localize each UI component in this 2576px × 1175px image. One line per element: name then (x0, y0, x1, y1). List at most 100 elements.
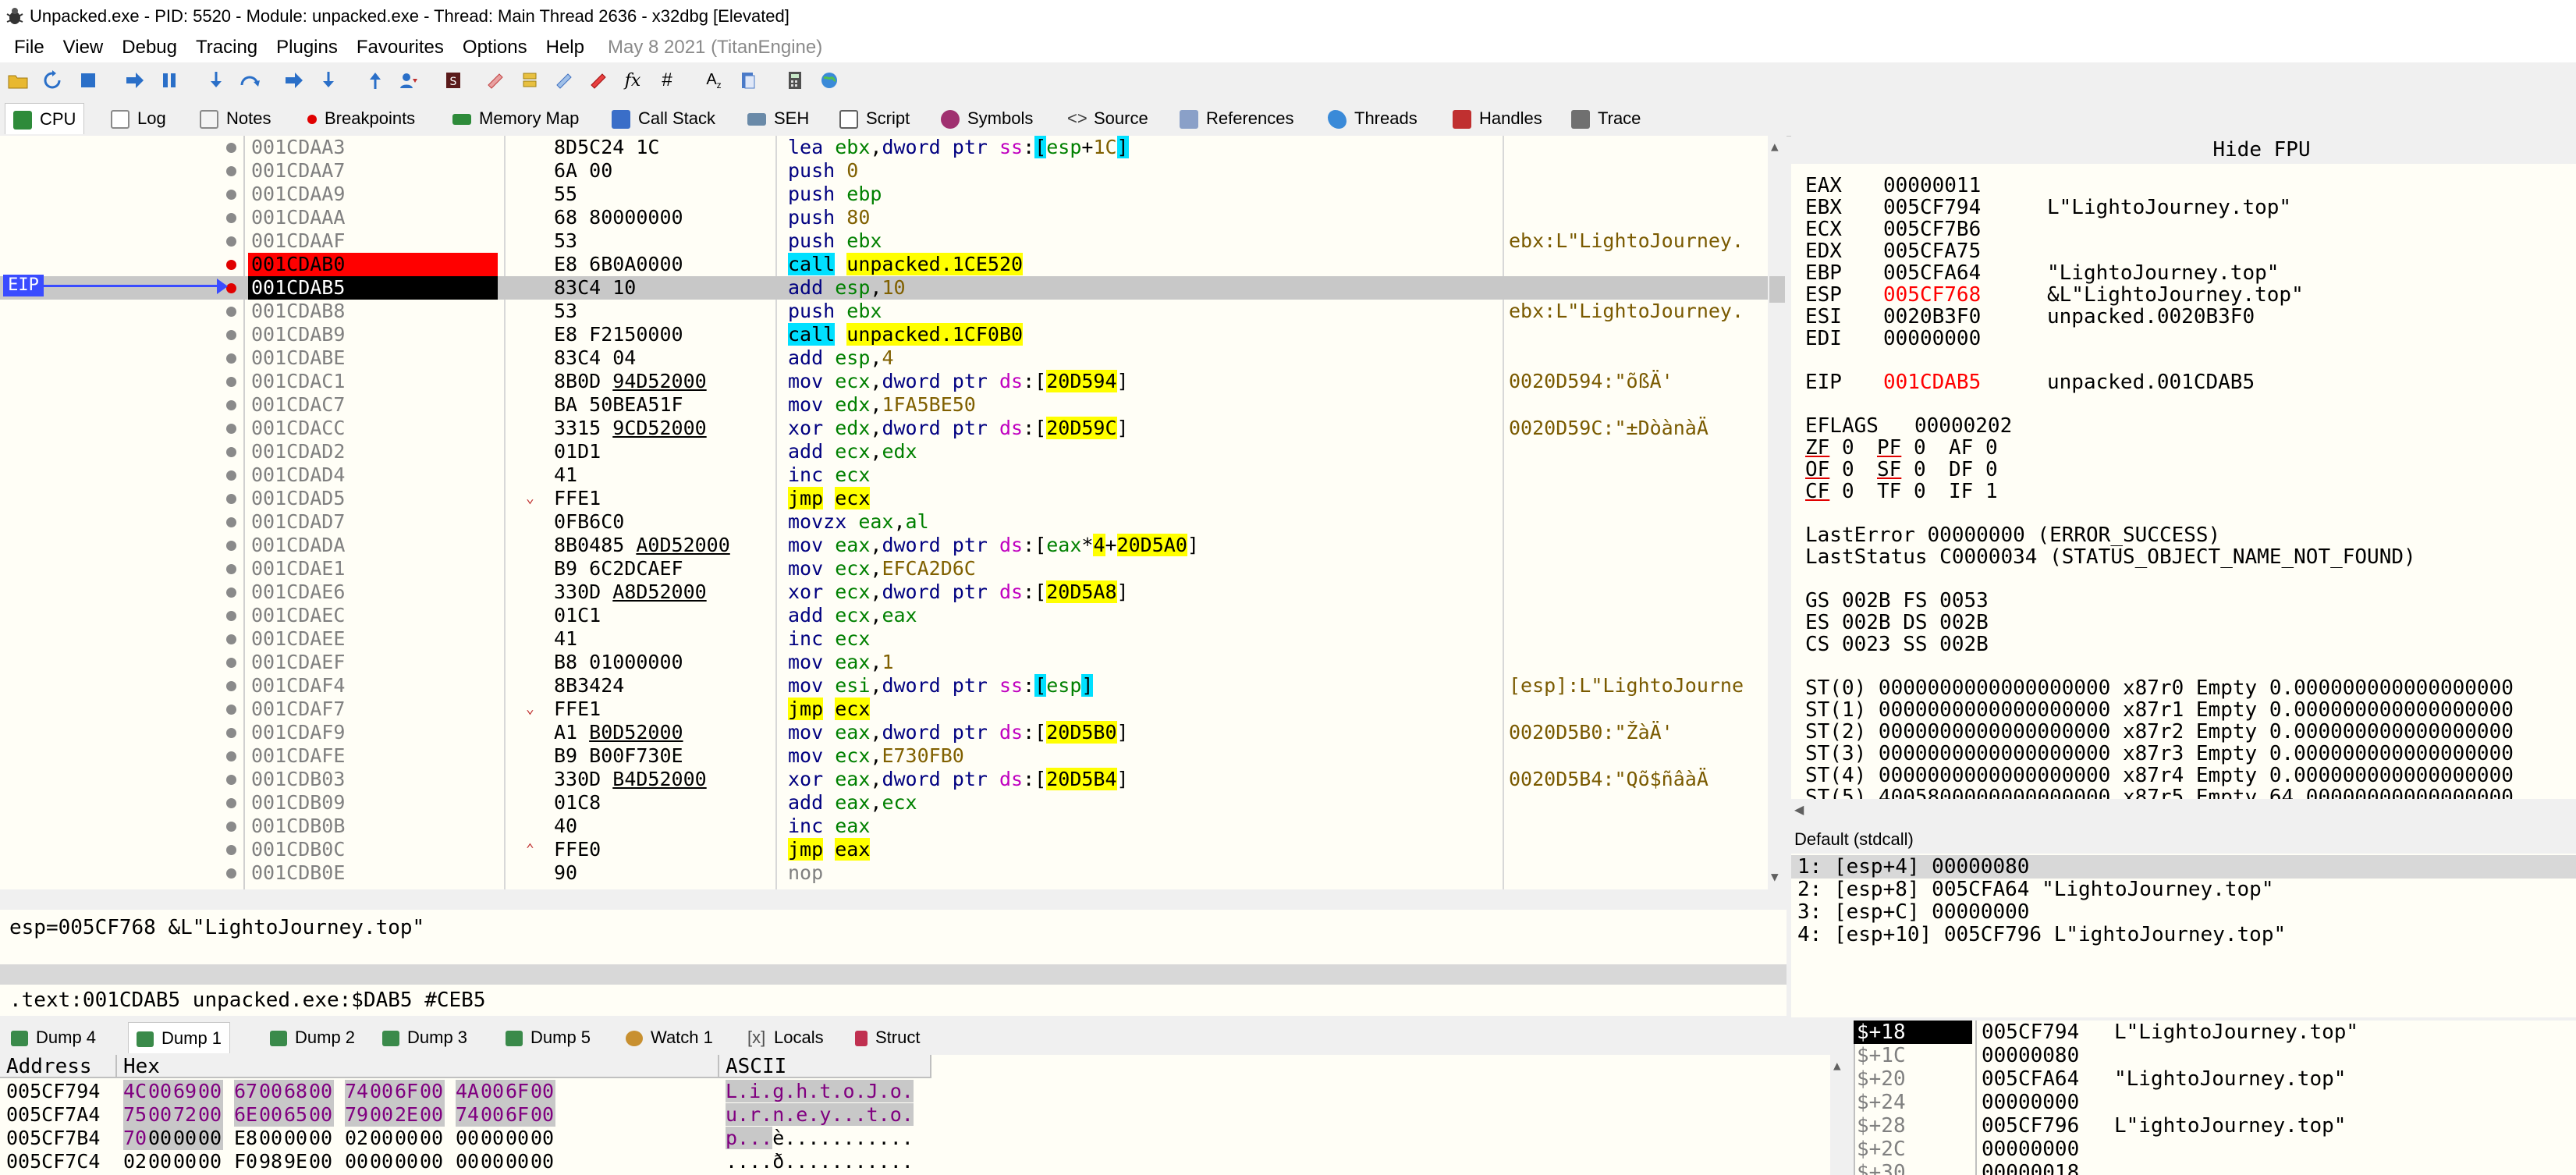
globe-icon[interactable] (818, 69, 841, 92)
menu-favourites[interactable]: Favourites (356, 37, 444, 58)
instruction-address[interactable]: 001CDAE1 (251, 557, 346, 580)
instruction-address[interactable]: 001CDAD7 (251, 510, 346, 533)
fpu-register[interactable]: ST(3) 0000000000000000000 x87r3 Empty 0.… (1805, 742, 2514, 765)
breakpoint-dot-icon[interactable] (226, 798, 236, 808)
tab-dump-4[interactable]: Dump 4 (3, 1022, 104, 1053)
scroll-up-icon[interactable]: ▲ (1833, 1058, 1841, 1073)
instruction-address[interactable]: 001CDAEF (251, 651, 346, 673)
menu-tracing[interactable]: Tracing (196, 37, 258, 58)
scrollbar-thumb[interactable] (1769, 276, 1785, 303)
pane-splitter[interactable] (0, 964, 1787, 985)
tab-references[interactable]: References (1172, 103, 1302, 134)
breakpoint-dot-icon[interactable] (226, 822, 236, 832)
scylla-icon[interactable]: S (442, 69, 465, 92)
breakpoint-dot-icon[interactable] (226, 260, 236, 270)
breakpoint-dot-icon[interactable] (226, 728, 236, 738)
breakpoint-dot-icon[interactable] (226, 447, 236, 457)
call-arg-row[interactable]: 1: [esp+4] 00000080 (1791, 855, 2576, 879)
tab-cpu[interactable]: CPU (5, 103, 85, 134)
breakpoint-dot-icon[interactable] (226, 330, 236, 340)
registers-horizontal-scrollbar[interactable]: ◀ (1791, 800, 2576, 822)
breakpoint-dot-icon[interactable] (226, 775, 236, 785)
tab-locals[interactable]: [x]Locals (740, 1022, 832, 1053)
execute-till-return-icon[interactable] (364, 69, 387, 92)
instruction-address[interactable]: 001CDB0C (251, 838, 346, 861)
tab-handles[interactable]: Handles (1445, 103, 1550, 134)
instruction-address[interactable]: 001CDB03 (251, 768, 346, 790)
instruction-address[interactable]: 001CDAD5 (251, 487, 346, 509)
breakpoint-dot-icon[interactable] (226, 166, 236, 176)
tab-symbols[interactable]: Symbols (933, 103, 1041, 134)
instruction-address[interactable]: 001CDAE6 (251, 580, 346, 603)
tab-notes[interactable]: Notes (192, 103, 279, 134)
instruction-address[interactable]: 001CDAD2 (251, 440, 346, 463)
segment-registers[interactable]: GS 002B FS 0053 (1805, 589, 1989, 612)
instruction-address[interactable]: 001CDAF9 (251, 721, 346, 744)
scroll-left-icon[interactable]: ◀ (1794, 804, 1804, 817)
dump-header-hex[interactable]: Hex (117, 1055, 719, 1078)
tab-script[interactable]: Script (832, 103, 917, 134)
breakpoint-dot-icon[interactable] (226, 681, 236, 691)
tab-struct[interactable]: Struct (847, 1022, 928, 1053)
instruction-address[interactable]: 001CDAAA (251, 206, 346, 229)
tab-source[interactable]: <>Source (1059, 103, 1156, 134)
tab-seh[interactable]: SEH (740, 103, 817, 134)
breakpoint-dot-icon[interactable] (226, 634, 236, 644)
fpu-register[interactable]: ST(2) 0000000000000000000 x87r2 Empty 0.… (1805, 720, 2514, 744)
breakpoint-dot-icon[interactable] (226, 751, 236, 761)
instruction-address[interactable]: 001CDAEE (251, 627, 346, 650)
last-error[interactable]: LastError 00000000 (ERROR_SUCCESS) (1805, 524, 2221, 547)
step-into-icon[interactable] (204, 69, 228, 92)
fpu-register[interactable]: ST(0) 0000000000000000000 x87r0 Empty 0.… (1805, 676, 2514, 700)
instruction-address[interactable]: 001CDAC1 (251, 370, 346, 392)
hide-fpu-button[interactable]: Hide FPU (1791, 136, 2576, 164)
tab-dump-1[interactable]: Dump 1 (128, 1022, 231, 1053)
menu-options[interactable]: Options (462, 37, 527, 58)
breakpoint-dot-icon[interactable] (226, 236, 236, 247)
calculator-icon[interactable] (783, 69, 807, 92)
breakpoint-dot-icon[interactable] (226, 353, 236, 364)
bookmarks-icon[interactable] (587, 69, 610, 92)
breakpoint-dot-icon[interactable] (226, 470, 236, 481)
instruction-address[interactable]: 001CDAF7 (251, 698, 346, 720)
call-arg-row[interactable]: 3: [esp+C] 00000000 (1797, 900, 2030, 924)
scroll-down-icon[interactable]: ▼ (1771, 869, 1779, 884)
menu-view[interactable]: View (62, 37, 104, 58)
open-icon[interactable] (6, 69, 30, 92)
fpu-register[interactable]: ST(4) 0000000000000000000 x87r4 Empty 0.… (1805, 764, 2514, 787)
tab-call-stack[interactable]: Call Stack (604, 103, 723, 134)
instruction-address[interactable]: 001CDB0B (251, 815, 346, 837)
tab-memory-map[interactable]: Memory Map (445, 103, 587, 134)
tab-dump-5[interactable]: Dump 5 (498, 1022, 598, 1053)
breakpoint-dot-icon[interactable] (226, 705, 236, 715)
trace-into-icon[interactable] (282, 69, 306, 92)
menu-help[interactable]: Help (545, 37, 584, 58)
instruction-address[interactable]: 001CDB09 (251, 791, 346, 814)
breakpoint-dot-icon[interactable] (226, 400, 236, 410)
instruction-address[interactable]: 001CDAC7 (251, 393, 346, 416)
